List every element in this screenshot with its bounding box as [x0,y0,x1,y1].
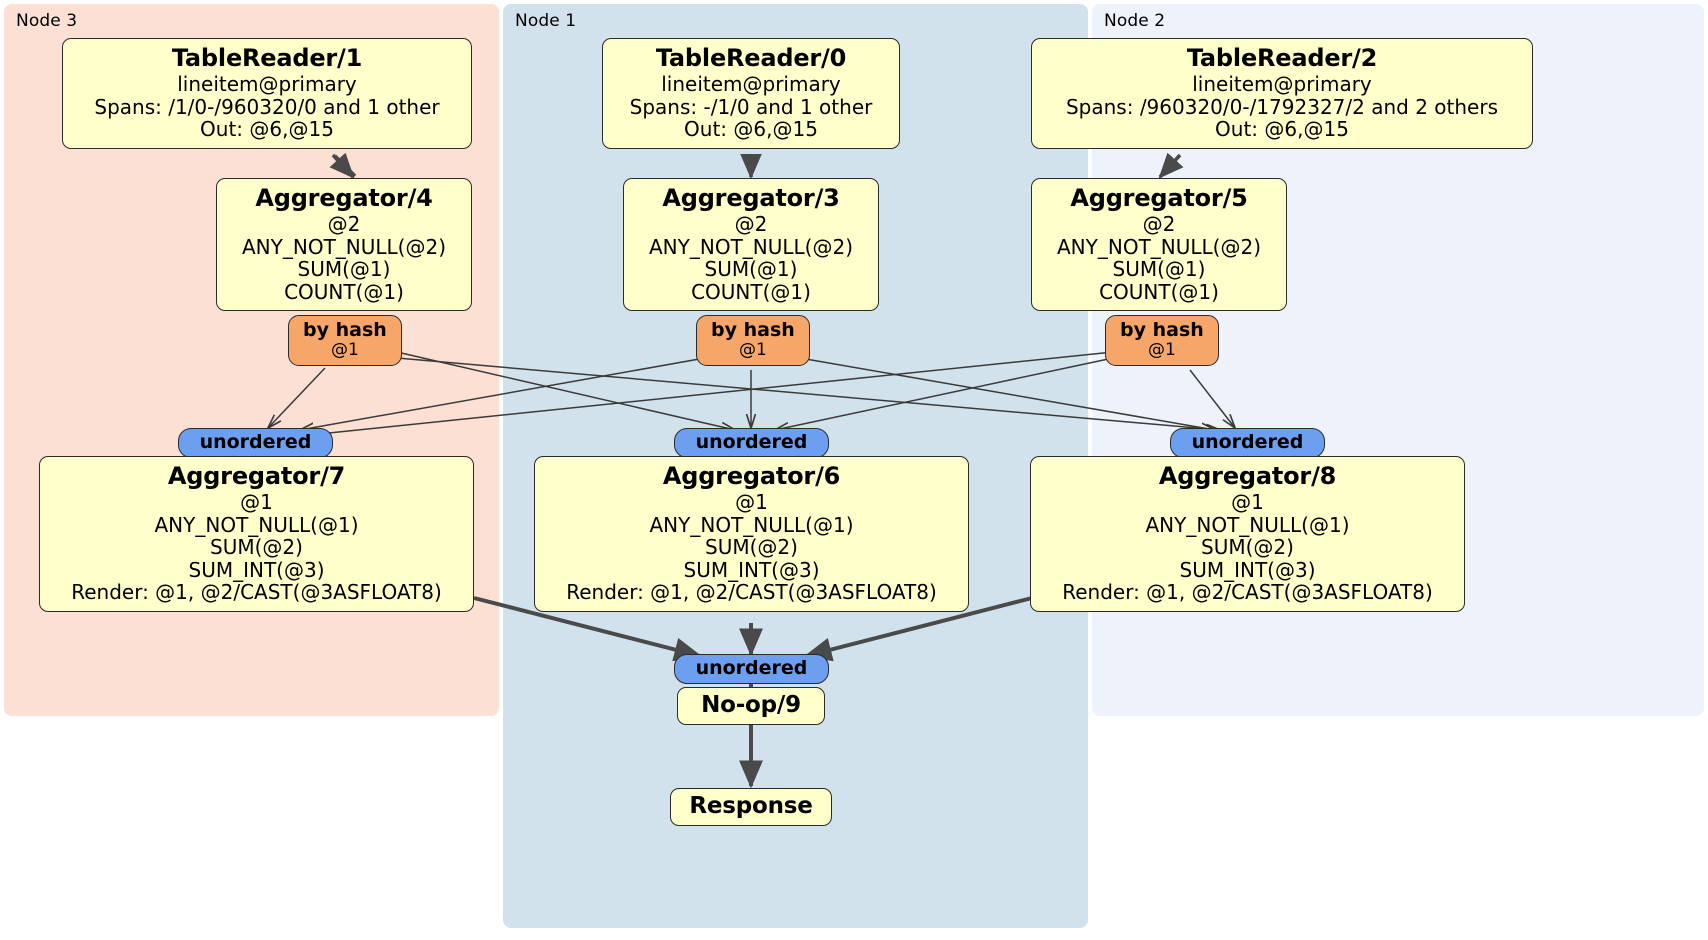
processor-detail-line: ANY_NOT_NULL(@1) [649,512,854,537]
processor-aggregator-8[interactable]: Aggregator/8 @1 ANY_NOT_NULL(@1) SUM(@2)… [1030,456,1465,613]
processor-detail-line: lineitem@primary [1192,72,1372,97]
processor-detail-line: SUM_INT(@3) [1179,557,1316,582]
processor-detail-line: Out: @6,@15 [1215,117,1349,142]
processor-detail-line: Spans: /960320/0-/1792327/2 and 2 others [1065,94,1498,119]
synchronizer-title: unordered [199,431,312,453]
processor-detail-line: @1 [1231,490,1264,515]
processor-detail-line: Render: @1, @2/CAST(@3ASFLOAT8) [566,580,937,605]
synchronizer-unordered-node3[interactable]: unordered [178,428,333,459]
synchronizer-title: unordered [695,657,808,679]
router-subtitle: @1 [738,340,767,361]
processor-title: Aggregator/5 [1070,184,1248,212]
processor-detail-line: Spans: -/1/0 and 1 other [629,94,873,119]
processor-detail-line: @2 [734,212,768,237]
synchronizer-title: unordered [1191,431,1304,453]
synchronizer-unordered-final[interactable]: unordered [674,654,829,685]
processor-detail-line: Out: @6,@15 [684,117,818,142]
processor-title: TableReader/1 [171,44,363,72]
region-node-1-label: Node 1 [515,11,577,31]
processor-aggregator-4[interactable]: Aggregator/4 @2 ANY_NOT_NULL(@2) SUM(@1)… [216,178,472,312]
processor-title: Aggregator/8 [1158,462,1337,490]
router-title: by hash [711,319,795,341]
processor-response[interactable]: Response [670,788,832,826]
processor-title: Aggregator/6 [662,462,841,490]
processor-detail-line: ANY_NOT_NULL(@2) [649,234,853,259]
processor-detail-line: @2 [327,212,361,237]
processor-title: TableReader/0 [655,44,847,72]
processor-detail-line: SUM(@1) [1112,257,1206,282]
router-subtitle: @1 [1147,340,1176,361]
router-subtitle: @1 [330,340,359,361]
processor-aggregator-7[interactable]: Aggregator/7 @1 ANY_NOT_NULL(@1) SUM(@2)… [39,456,474,613]
processor-aggregator-6[interactable]: Aggregator/6 @1 ANY_NOT_NULL(@1) SUM(@2)… [534,456,969,613]
processor-detail-line: @1 [240,490,273,515]
processor-detail-line: SUM(@2) [210,535,303,560]
processor-detail-line: COUNT(@1) [1099,279,1219,304]
processor-title: Response [689,793,813,819]
processor-detail-line: @2 [1142,212,1176,237]
processor-no-op-9[interactable]: No-op/9 [677,687,825,725]
processor-detail-line: SUM(@2) [1201,535,1294,560]
processor-tablereader-1[interactable]: TableReader/1 lineitem@primary Spans: /1… [62,38,472,149]
processor-detail-line: SUM(@1) [297,257,391,282]
processor-title: TableReader/2 [1186,44,1378,72]
processor-detail-line: Render: @1, @2/CAST(@3ASFLOAT8) [71,580,442,605]
processor-detail-line: ANY_NOT_NULL(@1) [154,512,359,537]
region-node-2-label: Node 2 [1104,11,1166,31]
processor-detail-line: Out: @6,@15 [200,117,334,142]
router-by-hash-node2[interactable]: by hash @1 [1105,315,1219,367]
synchronizer-title: unordered [695,431,808,453]
processor-aggregator-5[interactable]: Aggregator/5 @2 ANY_NOT_NULL(@2) SUM(@1)… [1031,178,1287,312]
processor-detail-line: Render: @1, @2/CAST(@3ASFLOAT8) [1062,580,1433,605]
processor-detail-line: COUNT(@1) [284,279,404,304]
processor-tablereader-2[interactable]: TableReader/2 lineitem@primary Spans: /9… [1031,38,1533,149]
processor-detail-line: lineitem@primary [177,72,357,97]
processor-detail-line: SUM_INT(@3) [188,557,325,582]
synchronizer-unordered-node2[interactable]: unordered [1170,428,1325,459]
processor-detail-line: lineitem@primary [661,72,841,97]
processor-title: Aggregator/7 [167,462,346,490]
processor-detail-line: SUM(@1) [704,257,798,282]
processor-detail-line: SUM(@2) [705,535,798,560]
synchronizer-unordered-node1[interactable]: unordered [674,428,829,459]
processor-detail-line: COUNT(@1) [691,279,811,304]
processor-tablereader-0[interactable]: TableReader/0 lineitem@primary Spans: -/… [602,38,900,149]
router-by-hash-node3[interactable]: by hash @1 [288,315,402,367]
processor-title: No-op/9 [701,692,801,718]
processor-detail-line: ANY_NOT_NULL(@1) [1145,512,1350,537]
processor-detail-line: SUM_INT(@3) [683,557,820,582]
processor-detail-line: ANY_NOT_NULL(@2) [242,234,446,259]
processor-aggregator-3[interactable]: Aggregator/3 @2 ANY_NOT_NULL(@2) SUM(@1)… [623,178,879,312]
router-title: by hash [303,319,387,341]
region-node-3-label: Node 3 [16,11,78,31]
processor-title: Aggregator/3 [662,184,840,212]
router-by-hash-node1[interactable]: by hash @1 [696,315,810,367]
router-title: by hash [1120,319,1204,341]
processor-detail-line: @1 [735,490,768,515]
processor-detail-line: ANY_NOT_NULL(@2) [1057,234,1261,259]
processor-detail-line: Spans: /1/0-/960320/0 and 1 other [94,94,440,119]
processor-title: Aggregator/4 [255,184,433,212]
